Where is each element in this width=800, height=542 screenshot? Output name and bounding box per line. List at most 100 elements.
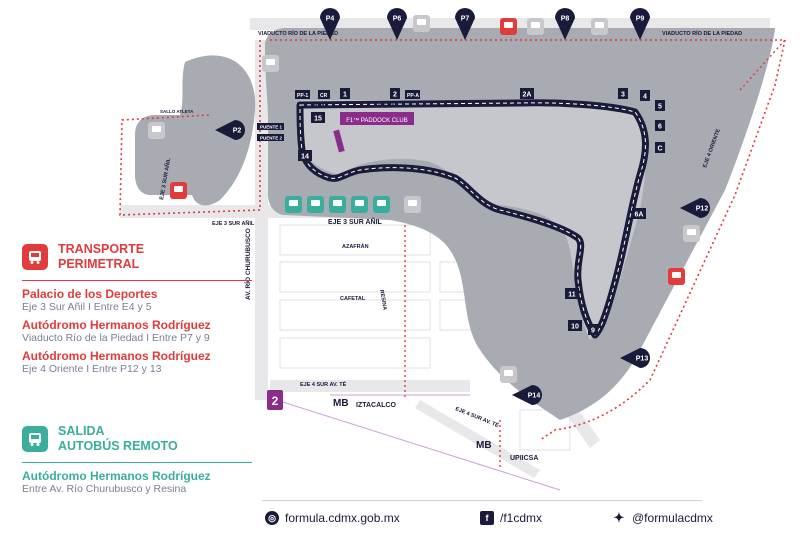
- bus-stop-icon: [668, 268, 685, 285]
- bus-stop-icon: [285, 196, 302, 213]
- footer-twitter-text: @formulacdmx: [632, 511, 713, 525]
- corner-label-14: 14: [301, 154, 309, 161]
- perimetral-entry-title: Autódromo Hermanos Rodríguez: [22, 349, 211, 363]
- label-resina: RESINA: [378, 289, 388, 311]
- bus-stop-icon: [262, 55, 279, 72]
- corner-label-5: 5: [658, 104, 662, 111]
- bus-stop-icon: [307, 196, 324, 213]
- bus-icon: [22, 244, 48, 270]
- footer-web-text: formula.cdmx.gob.mx: [285, 511, 400, 525]
- legend-remoto: SALIDA AUTOBÚS REMOTO Autódromo Hermanos…: [22, 424, 252, 500]
- bus-stop-icon: [527, 18, 544, 35]
- pit-pp1: PP-1: [297, 93, 308, 99]
- label-viaducto-right: VIADUCTO RÍO DE LA PIEDAD: [662, 29, 742, 37]
- corner-label-6A: 6A: [635, 212, 644, 219]
- label-sallo: SALLO ATLETA: [160, 109, 194, 114]
- bus-icon: [22, 426, 48, 452]
- remoto-entry-sub: Entre Av. Río Churubusco y Resina: [22, 483, 187, 495]
- corner-box: [520, 88, 534, 99]
- bus-stop-icon: [683, 225, 700, 242]
- metro-line-badge: [267, 390, 283, 410]
- gate-label: P14: [528, 393, 541, 400]
- metrobus-logo-iztacalco: MB: [333, 398, 349, 409]
- label-viaducto: VIADUCTO RÍO DE LA PIEDAD: [258, 29, 338, 37]
- gate-marker-p4[interactable]: P4: [320, 8, 340, 40]
- corner-box: [588, 324, 598, 335]
- gate-label: P2: [233, 128, 242, 135]
- legend-remoto-title: SALIDA AUTOBÚS REMOTO: [58, 424, 178, 453]
- corner-box: [655, 100, 665, 111]
- legend-perimetral-title: TRANSPORTE PERIMETRAL: [58, 242, 145, 271]
- bus-stop-icon: [351, 196, 368, 213]
- gate-marker-p8[interactable]: P8: [555, 8, 575, 40]
- corner-box: [311, 112, 325, 123]
- corner-label-3: 3: [621, 92, 625, 99]
- gate-label: P7: [461, 16, 470, 23]
- footer-facebook[interactable]: f /f1cdmx: [480, 511, 542, 525]
- globe-icon: ◎: [265, 511, 279, 525]
- label-cafetal: CAFETAL: [340, 296, 366, 302]
- gate-marker-p7[interactable]: P7: [455, 8, 475, 40]
- corner-box: [618, 88, 628, 99]
- bus-stop-icon: [329, 196, 346, 213]
- corner-box: [655, 120, 665, 131]
- label-meta: META: [312, 102, 325, 107]
- corner-label-C: C: [657, 146, 662, 153]
- bus-stop-icon: [404, 196, 421, 213]
- legend-perimetral: TRANSPORTE PERIMETRAL Palacio de los Dep…: [22, 242, 252, 380]
- remoto-entry-title: Autódromo Hermanos Rodríguez: [22, 469, 211, 483]
- gate-marker-p14[interactable]: P14: [512, 385, 542, 405]
- corner-label-1: 1: [343, 92, 347, 99]
- perimetral-entry-sub: Viaducto Río de la Piedad I Entre P7 y 9: [22, 332, 210, 344]
- label-salida: SALIDA: [378, 102, 396, 107]
- label-puente2: PUENTE 2: [260, 136, 283, 141]
- corner-box: [632, 208, 646, 219]
- gate-marker-p9[interactable]: P9: [630, 8, 650, 40]
- bus-stop-icon: [373, 196, 390, 213]
- gate-marker-p13[interactable]: P13: [620, 348, 650, 368]
- corner-box: [298, 150, 312, 161]
- corner-box: [340, 88, 350, 99]
- footer-web[interactable]: ◎ formula.cdmx.gob.mx: [265, 511, 400, 525]
- label-iztacalco: IZTACALCO: [356, 402, 396, 409]
- corner-label-4: 4: [643, 94, 647, 101]
- corner-label-2A: 2A: [523, 92, 532, 99]
- gate-label: P6: [393, 16, 402, 23]
- pit-ppa: PP-A: [407, 93, 419, 99]
- gate-marker-p2[interactable]: P2: [215, 120, 245, 140]
- corner-label-11: 11: [568, 292, 576, 299]
- corner-label-9: 9: [591, 328, 595, 335]
- bus-stop-icon: [413, 15, 430, 32]
- pit-cr: CR: [320, 93, 328, 99]
- metrobus-logo-upiicsa: MB: [476, 440, 492, 451]
- corner-box: [565, 288, 579, 299]
- gate-label: P13: [636, 356, 649, 363]
- bus-stop-icon: [500, 18, 517, 35]
- label-azafran: AZAFRÁN: [342, 243, 369, 250]
- label-eje3-left: EJE 3 SUR AÑIL: [212, 220, 255, 227]
- perimetral-entry-sub: Eje 4 Oriente I Entre P12 y 13: [22, 363, 162, 375]
- corner-label-15: 15: [314, 116, 322, 123]
- bus-stop-icon: [170, 182, 187, 199]
- corner-label-10: 10: [571, 324, 579, 331]
- label-puente1: PUENTE 1: [260, 125, 283, 130]
- gate-marker-p6[interactable]: P6: [387, 8, 407, 40]
- gate-label: P9: [636, 16, 645, 23]
- perimetral-entry-title: Palacio de los Deportes: [22, 287, 158, 301]
- bus-stop-icon: [500, 366, 517, 383]
- footer-divider: [262, 500, 702, 501]
- label-eje4-te: EJE 4 SUR AV. TÉ: [300, 380, 347, 388]
- metro-line-number: 2: [272, 394, 279, 408]
- paddock-label: F1™ PADDOCK CLUB: [346, 117, 408, 124]
- corner-box: [655, 142, 665, 153]
- corner-label-6: 6: [658, 124, 662, 131]
- corner-box: [640, 90, 650, 101]
- facebook-icon: f: [480, 511, 494, 525]
- perimetral-entry-sub: Eje 3 Sur Añil I Entre E4 y 5: [22, 301, 152, 313]
- footer-twitter[interactable]: ✦ @formulacdmx: [612, 510, 713, 525]
- corner-label-2: 2: [393, 92, 397, 99]
- paddock-club-bar: [340, 112, 414, 125]
- gate-label: P12: [696, 206, 709, 213]
- gate-marker-p12[interactable]: P12: [680, 198, 710, 218]
